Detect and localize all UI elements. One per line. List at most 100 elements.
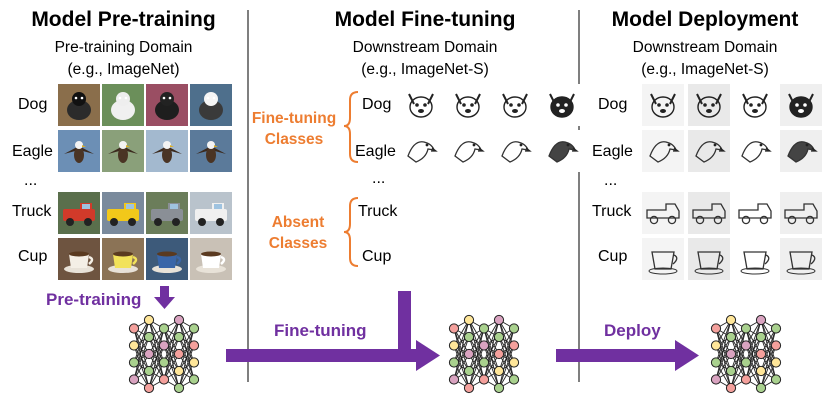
network-node <box>710 323 722 334</box>
network-node <box>725 314 737 326</box>
network-node <box>478 357 490 368</box>
network-node <box>755 348 767 360</box>
network-node <box>448 357 460 368</box>
cup-sketch <box>734 238 776 280</box>
truck-sketch <box>780 192 822 234</box>
network-node <box>143 382 155 394</box>
network-node <box>710 340 722 351</box>
column-example-deployment: (e.g., ImageNet-S) <box>641 61 769 78</box>
bracket-finetuning-classes <box>343 91 359 163</box>
arrow-label-pretraining: Pre-training <box>46 290 142 309</box>
class-label-dog: Dog <box>598 96 628 113</box>
truck-photo <box>58 192 100 234</box>
network-node <box>755 382 767 394</box>
network-node <box>770 357 782 368</box>
column-title-deployment: Model Deployment <box>611 8 799 31</box>
network-node <box>463 365 475 377</box>
group-label-finetuning-classes: Fine-tuning Classes <box>248 108 340 150</box>
network-node <box>740 323 752 334</box>
network-node <box>508 357 520 368</box>
network-node <box>143 331 155 343</box>
network-node <box>740 340 752 351</box>
truck-photo <box>190 192 232 234</box>
class-label-eagle: Eagle <box>355 143 396 160</box>
class-label-truck: Truck <box>358 203 398 220</box>
network-node <box>143 314 155 326</box>
column-domain-deployment: Downstream Domain <box>632 39 778 56</box>
neural-network-icon <box>128 314 200 394</box>
eagle-sketch <box>642 130 684 172</box>
eagle-photo <box>190 130 232 172</box>
class-ellipsis: ... <box>372 170 386 187</box>
dog-sketch <box>541 84 583 126</box>
network-node <box>755 314 767 326</box>
network-node <box>478 374 490 385</box>
arrow-label-finetuning: Fine-tuning <box>274 321 367 340</box>
network-node <box>508 323 520 334</box>
network-node <box>493 365 505 377</box>
network-node <box>725 382 737 394</box>
cup-photo <box>190 238 232 280</box>
dog-sketch <box>447 84 489 126</box>
class-ellipsis: ... <box>24 172 38 189</box>
network-node <box>188 323 200 334</box>
cup-sketch <box>780 238 822 280</box>
network-node <box>173 331 185 343</box>
column-example-finetuning: (e.g., ImageNet-S) <box>361 61 489 78</box>
eagle-photo <box>146 130 188 172</box>
cup-sketch <box>688 238 730 280</box>
eagle-sketch <box>541 130 583 172</box>
dog-sketch <box>400 84 442 126</box>
column-domain-finetuning: Downstream Domain <box>352 39 498 56</box>
eagle-sketch <box>447 130 489 172</box>
network-node <box>143 348 155 360</box>
network-node <box>128 374 140 385</box>
network-node <box>755 365 767 377</box>
network-node <box>158 374 170 385</box>
group-label-finetuning-line1: Fine-tuning <box>251 110 337 127</box>
truck-sketch <box>734 192 776 234</box>
eagle-photo <box>58 130 100 172</box>
eagle-sketch <box>688 130 730 172</box>
eagle-photo <box>102 130 144 172</box>
network-node <box>158 323 170 334</box>
network-node <box>493 314 505 326</box>
dog-sketch <box>688 84 730 126</box>
class-label-truck: Truck <box>592 203 632 220</box>
network-node <box>173 382 185 394</box>
network-node <box>448 323 460 334</box>
network-node <box>755 331 767 343</box>
network-node <box>188 374 200 385</box>
network-node <box>173 314 185 326</box>
truck-sketch <box>642 192 684 234</box>
class-label-eagle: Eagle <box>12 143 53 160</box>
deploy-arrow-icon <box>556 340 699 371</box>
network-node <box>478 340 490 351</box>
divider-left <box>247 10 249 382</box>
truck-photo <box>146 192 188 234</box>
dog-photo <box>146 84 188 126</box>
column-title-finetuning: Model Fine-tuning <box>334 8 516 31</box>
network-node <box>463 331 475 343</box>
class-label-cup: Cup <box>598 248 628 265</box>
bracket-absent-classes <box>343 197 359 267</box>
eagle-sketch <box>780 130 822 172</box>
dog-sketch <box>642 84 684 126</box>
network-node <box>463 382 475 394</box>
network-node <box>508 340 520 351</box>
network-node <box>128 323 140 334</box>
network-node <box>128 357 140 368</box>
network-node <box>725 331 737 343</box>
network-node <box>143 365 155 377</box>
group-label-finetuning-line2: Classes <box>264 131 324 148</box>
eagle-sketch <box>494 130 536 172</box>
network-node <box>725 365 737 377</box>
class-label-eagle: Eagle <box>592 143 633 160</box>
class-label-truck: Truck <box>12 203 52 220</box>
neural-network-icon <box>710 314 782 394</box>
network-node <box>158 340 170 351</box>
cup-photo <box>102 238 144 280</box>
network-node <box>493 348 505 360</box>
group-label-absent-line1: Absent <box>271 214 325 231</box>
network-node <box>710 357 722 368</box>
